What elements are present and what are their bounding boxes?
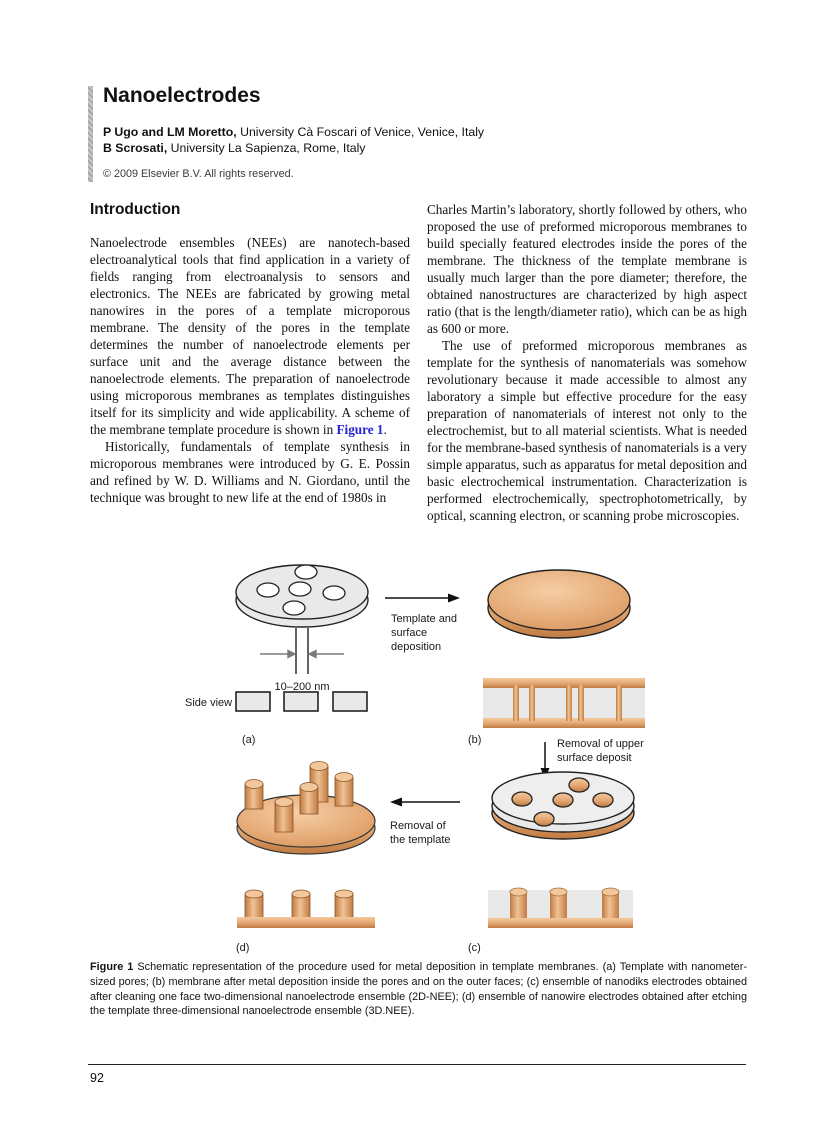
panel-b-label: (b) [468,734,481,746]
footer-rule [88,1064,746,1065]
article-header: Nanoelectrodes P Ugo and LM Moretto, Uni… [88,84,746,182]
metal-filled-pores [513,685,622,721]
intro-columns: Introduction Nanoelectrode ensembles (NE… [90,201,747,524]
pore-width-arrows [260,649,344,659]
figure-caption-label: Figure 1 [90,961,134,973]
pore [294,564,318,580]
embedded-nanowires [509,887,620,918]
intro-paragraph-4: The use of preformed microporous membran… [427,338,747,523]
standing-nanowires [244,761,354,833]
pore [256,582,280,598]
step1-arrow: Template and surface deposition [385,593,460,653]
nanowires-side-view [244,889,354,919]
right-column: Charles Martin’s laboratory, shortly fol… [427,201,747,524]
article-title: Nanoelectrodes [103,84,261,107]
author-affiliation-1: University Cà Foscari of Venice, Venice,… [236,125,485,139]
step2-label-line2: surface deposit [557,752,632,764]
intro-paragraph-2: Historically, fundamentals of template s… [90,439,410,505]
step1-label-line1: Template and [391,613,457,625]
nanodisk-electrodes [511,777,614,827]
figure-1: 10–200 nm Side view (a) Template and sur… [90,556,750,956]
intro-paragraph-3: Charles Martin’s laboratory, shortly fol… [427,202,747,336]
step1-label-line2: surface [391,627,427,639]
panel-d-3dnee-disc: (d) [236,761,376,954]
intro-paragraph-1: Nanoelectrode ensembles (NEEs) are nanot… [90,234,410,438]
author-line-2: B Scrosati, University La Sapienza, Rome… [103,141,746,157]
step1-label-line3: deposition [391,641,441,653]
step2-arrow: Removal of upper surface deposit [540,738,644,779]
author-names-1: P Ugo and LM Moretto, [103,125,237,139]
pore [282,600,306,616]
panel-d-label: (d) [236,942,249,954]
pore-size-label: 10–200 nm [274,681,329,693]
introduction-heading: Introduction [90,201,181,218]
header-accent-bar [88,86,93,182]
author-line-1: P Ugo and LM Moretto, University Cà Fosc… [103,125,746,141]
panel-c-label: (c) [468,942,481,954]
figure-1-diagram: 10–200 nm Side view (a) Template and sur… [185,564,645,954]
pore [288,581,312,597]
panel-c-2dnee-disc: (c) [468,771,635,954]
step3-label-line1: Removal of [390,820,447,832]
step3-label-line2: the template [390,834,451,846]
page-number: 92 [90,1071,104,1085]
author-affiliation-2: University La Sapienza, Rome, Italy [167,140,366,155]
figure-1-link[interactable]: Figure 1 [336,422,384,437]
step3-arrow: Removal of the template [390,797,460,846]
intro-p1-text: Nanoelectrode ensembles (NEEs) are nanot… [90,235,410,437]
step2-label-line1: Removal of upper [557,738,644,750]
panel-b-coated-disc: (b) [468,569,645,746]
figure-caption-text: Schematic representation of the procedur… [90,961,747,1018]
panel-a-label: (a) [242,734,255,746]
left-column: Introduction Nanoelectrode ensembles (NE… [90,201,410,524]
panel-a-template-disc: 10–200 nm Side view (a) [185,564,369,746]
author-names-2: B Scrosati, [103,140,168,155]
copyright-notice: © 2009 Elsevier B.V. All rights reserved… [103,168,294,180]
side-view-label: Side view [185,697,232,709]
pore [322,585,346,601]
figure-1-caption: Figure 1 Schematic representation of the… [90,960,747,1019]
intro-p1-tail: . [383,422,387,437]
